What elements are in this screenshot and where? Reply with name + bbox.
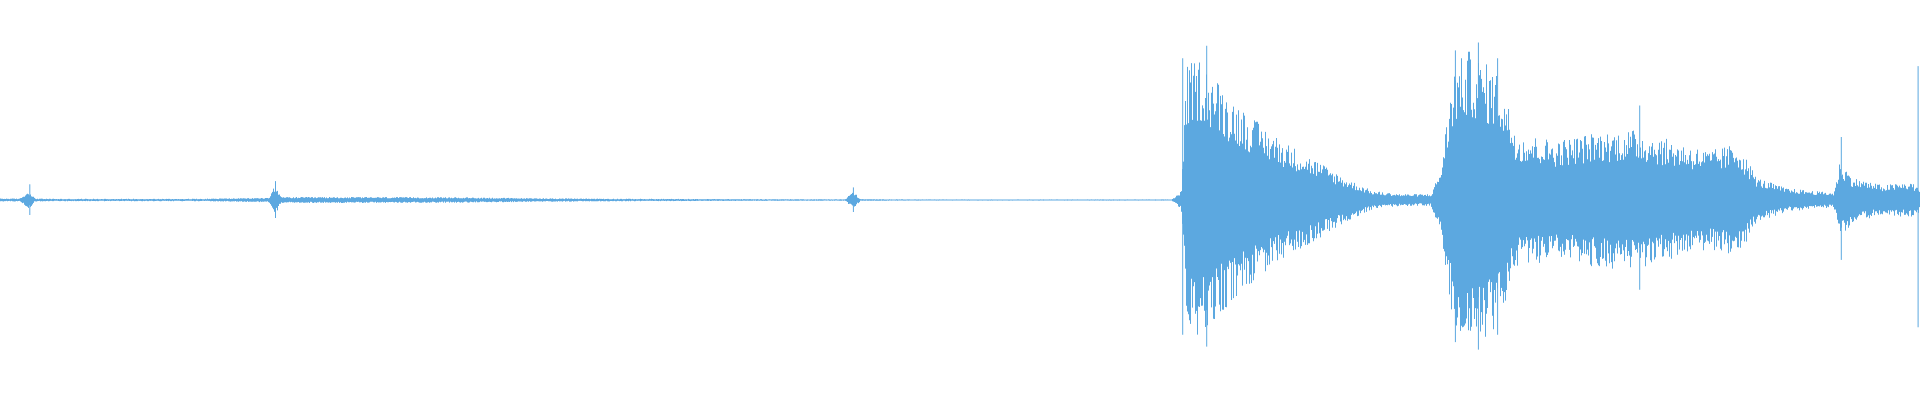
waveform-body <box>0 51 1920 337</box>
